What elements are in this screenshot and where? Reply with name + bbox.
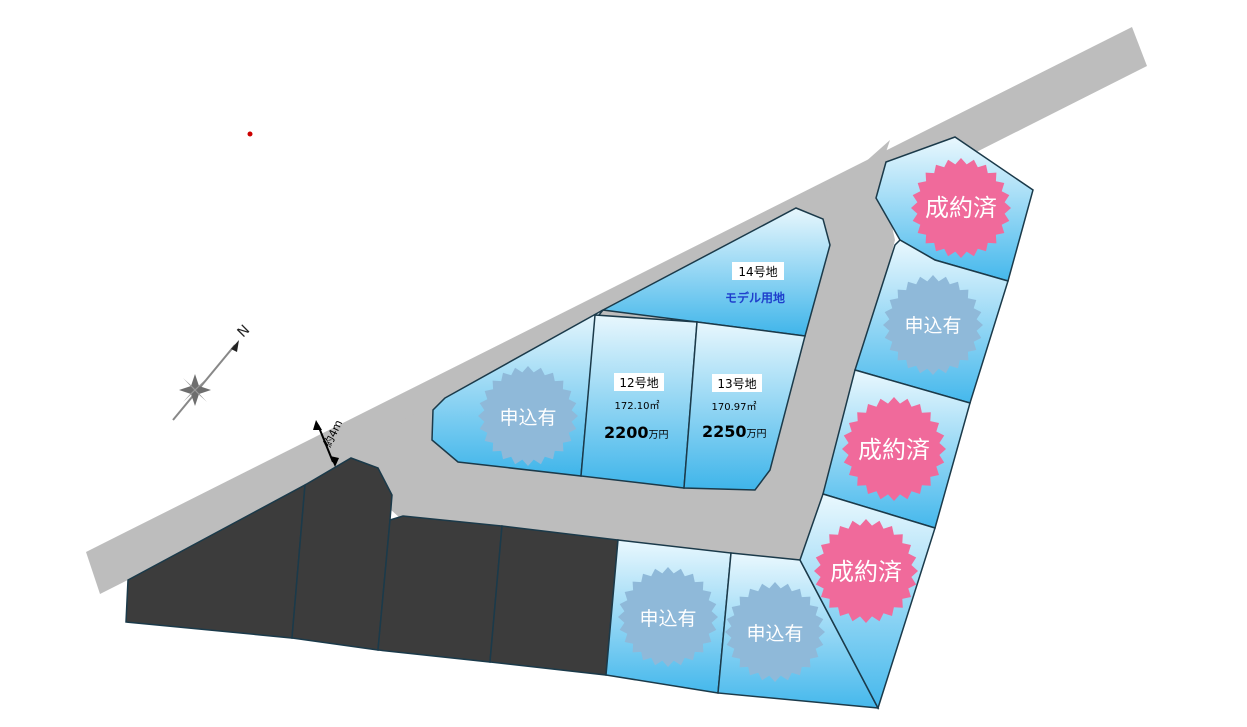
dark-lot bbox=[377, 515, 503, 663]
badge-sold: 成約済 bbox=[842, 397, 946, 501]
badge-sold-label: 成約済 bbox=[830, 558, 902, 586]
dark-lot bbox=[291, 457, 393, 651]
lot-14-number: 14号地 bbox=[738, 265, 777, 279]
compass-rose-icon: N bbox=[172, 322, 254, 421]
lot-13-price-unit: 万円 bbox=[747, 429, 767, 440]
badge-applied: 申込有 bbox=[725, 582, 825, 682]
badge-applied-label: 申込有 bbox=[499, 407, 556, 429]
badge-applied-label: 申込有 bbox=[904, 315, 961, 337]
lot-12-price: 2200万円 bbox=[604, 423, 669, 442]
badge-sold: 成約済 bbox=[911, 158, 1011, 258]
lot-13-number: 13号地 bbox=[717, 377, 756, 391]
dark-lot bbox=[489, 525, 619, 676]
lot-12-number: 12号地 bbox=[619, 376, 658, 390]
badge-applied: 申込有 bbox=[618, 567, 718, 667]
lot-12-price-unit: 万円 bbox=[649, 430, 669, 441]
compass-north-label: N bbox=[235, 322, 254, 341]
badge-applied-label: 申込有 bbox=[639, 608, 696, 630]
lot-14-note: モデル用地 bbox=[725, 290, 785, 305]
location-dot bbox=[247, 131, 253, 137]
status-badges: 成約済 申込有 成約済 成約済 申込有 申込有 申込有 bbox=[478, 158, 1011, 682]
lot-14-labels: 14号地 モデル用地 bbox=[725, 262, 785, 305]
lot-13-area: 170.97㎡ bbox=[712, 401, 757, 413]
lot-12-area: 172.10㎡ bbox=[615, 400, 660, 412]
lot-12-price-value: 2200 bbox=[604, 423, 649, 442]
lot-13-price: 2250万円 bbox=[702, 422, 767, 441]
sold-lots-row bbox=[125, 457, 619, 676]
badge-applied: 申込有 bbox=[883, 275, 983, 375]
lot-13-labels: 13号地 170.97㎡ 2250万円 bbox=[702, 374, 767, 441]
badge-applied-label: 申込有 bbox=[746, 623, 803, 645]
lot-12-labels: 12号地 172.10㎡ 2200万円 bbox=[604, 373, 669, 442]
lot-13[interactable] bbox=[683, 321, 806, 491]
badge-sold-label: 成約済 bbox=[925, 194, 997, 222]
badge-sold-label: 成約済 bbox=[858, 436, 930, 464]
badge-applied: 申込有 bbox=[478, 366, 578, 466]
badge-sold: 成約済 bbox=[814, 519, 918, 623]
lot-13-price-value: 2250 bbox=[702, 422, 747, 441]
